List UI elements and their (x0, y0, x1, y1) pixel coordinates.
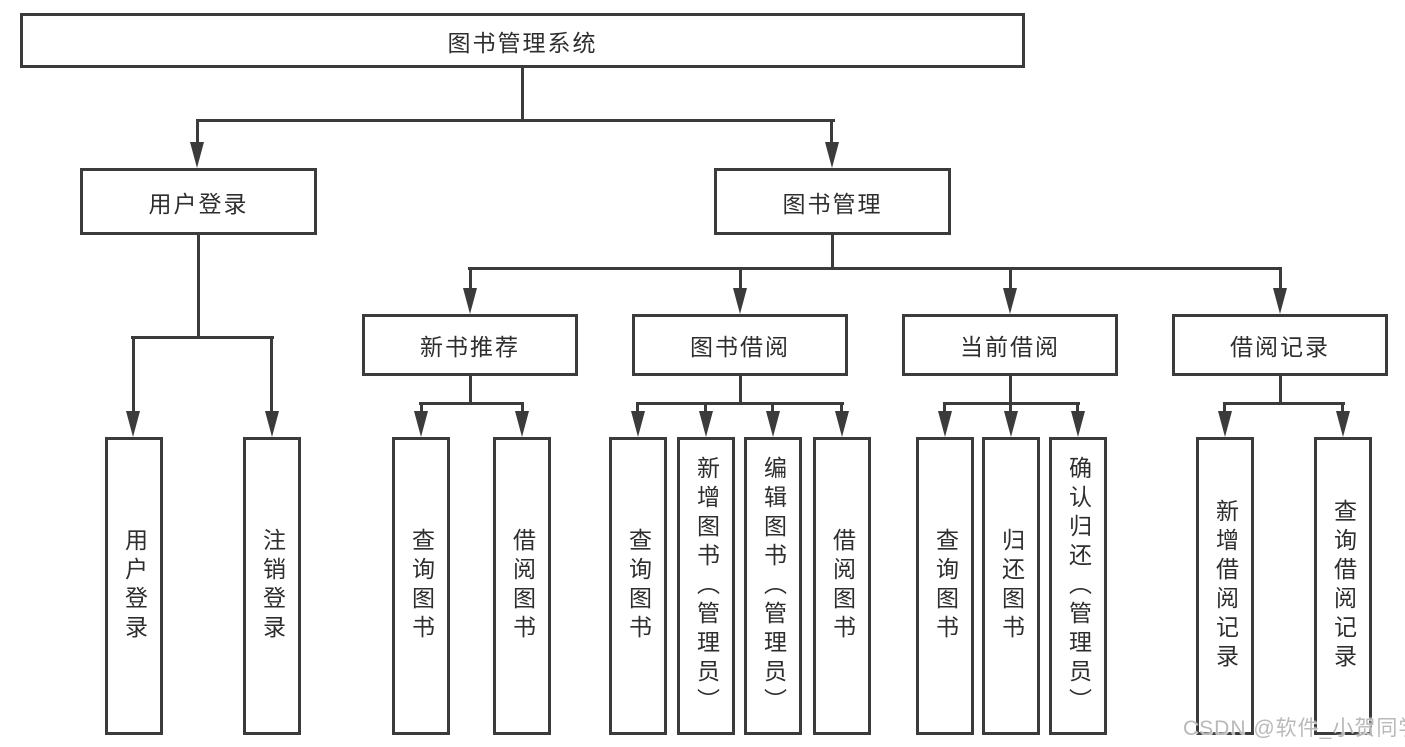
connector-line (469, 376, 472, 405)
connector-line (739, 376, 742, 405)
connector-line (1076, 402, 1079, 412)
connector-line (1009, 267, 1012, 290)
connector-line (1223, 402, 1226, 412)
leaf-user-login: 用户登录 (105, 437, 163, 735)
arrow-down-icon (1003, 288, 1017, 314)
node-book-management: 图书管理 (714, 168, 951, 235)
leaf-confirm-return-admin-label: 确认归还（管理员） (1065, 455, 1092, 717)
node-book-borrowing-label: 图书借阅 (690, 334, 790, 360)
arrow-down-icon (126, 411, 140, 437)
node-current-borrowing: 当前借阅 (902, 314, 1118, 376)
watermark-text: CSDN @软件_小贺同学 (1183, 717, 1405, 740)
connector-line (270, 336, 273, 412)
connector-line (830, 119, 833, 149)
connector-line (636, 402, 639, 412)
leaf-query-books-recommend-label: 查询图书 (408, 528, 435, 644)
arrow-down-icon (631, 411, 645, 437)
leaf-query-borrow-record: 查询借阅记录 (1314, 437, 1372, 735)
leaf-query-borrow-record-label: 查询借阅记录 (1330, 499, 1357, 673)
arrow-down-icon (825, 142, 839, 168)
connector-line (840, 402, 843, 412)
connector-line (636, 402, 844, 405)
leaf-return-books: 归还图书 (982, 437, 1040, 735)
node-library-system-label: 图书管理系统 (447, 29, 598, 56)
node-borrow-records-label: 借阅记录 (1230, 334, 1330, 360)
node-book-management-label: 图书管理 (782, 190, 883, 217)
arrow-down-icon (414, 411, 428, 437)
arrow-down-icon (1218, 411, 1232, 437)
arrow-down-icon (938, 411, 952, 437)
connector-line (771, 402, 774, 412)
node-user-login-label: 用户登录 (148, 190, 249, 217)
arrow-down-icon (463, 288, 477, 314)
connector-line (468, 267, 1282, 270)
leaf-logout: 注销登录 (243, 437, 301, 735)
node-book-borrowing: 图书借阅 (632, 314, 848, 376)
connector-line (131, 336, 274, 339)
arrow-down-icon (1071, 411, 1085, 437)
leaf-confirm-return-admin: 确认归还（管理员） (1049, 437, 1107, 735)
node-new-book-recommend: 新书推荐 (362, 314, 578, 376)
node-new-book-recommend-label: 新书推荐 (420, 334, 520, 360)
connector-line (704, 402, 707, 412)
node-borrow-records: 借阅记录 (1172, 314, 1388, 376)
arrow-down-icon (1336, 411, 1350, 437)
leaf-borrow-books-recommend-label: 借阅图书 (509, 528, 536, 644)
leaf-query-books-current-label: 查询图书 (932, 528, 959, 644)
leaf-query-books-recommend: 查询图书 (392, 437, 450, 735)
connector-line (1009, 402, 1012, 412)
leaf-logout-label: 注销登录 (259, 528, 286, 644)
connector-line (196, 119, 199, 149)
leaf-add-books-admin: 新增图书（管理员） (677, 437, 735, 735)
leaf-add-books-admin-label: 新增图书（管理员） (693, 455, 720, 717)
leaf-borrow-books-recommend: 借阅图书 (493, 437, 551, 735)
connector-line (521, 402, 524, 412)
connector-line (521, 67, 524, 122)
leaf-borrow-books-label: 借阅图书 (829, 528, 856, 644)
leaf-query-books-borrow: 查询图书 (609, 437, 667, 735)
arrow-down-icon (190, 142, 204, 168)
leaf-add-borrow-record: 新增借阅记录 (1196, 437, 1254, 735)
connector-line (196, 119, 835, 122)
connector-line (1009, 376, 1012, 405)
leaf-query-books-borrow-label: 查询图书 (625, 528, 652, 644)
arrow-down-icon (515, 411, 529, 437)
connector-line (739, 267, 742, 290)
connector-line (831, 235, 834, 270)
arrow-down-icon (699, 411, 713, 437)
connector-line (419, 402, 524, 405)
arrow-down-icon (265, 411, 279, 437)
connector-line (1341, 402, 1344, 412)
leaf-return-books-label: 归还图书 (998, 528, 1025, 644)
arrow-down-icon (1004, 411, 1018, 437)
arrow-down-icon (766, 411, 780, 437)
leaf-user-login-label: 用户登录 (121, 528, 148, 644)
leaf-add-borrow-record-label: 新增借阅记录 (1212, 499, 1239, 673)
connector-line (1279, 376, 1282, 405)
connector-line (132, 336, 135, 412)
leaf-edit-books-admin: 编辑图书（管理员） (744, 437, 802, 735)
node-current-borrowing-label: 当前借阅 (960, 334, 1060, 360)
node-library-system: 图书管理系统 (20, 13, 1025, 68)
connector-line (197, 235, 200, 338)
connector-line (1279, 267, 1282, 290)
connector-line (1223, 402, 1345, 405)
arrow-down-icon (1273, 288, 1287, 314)
leaf-query-books-current: 查询图书 (916, 437, 974, 735)
connector-line (469, 267, 472, 290)
node-user-login: 用户登录 (80, 168, 317, 235)
arrow-down-icon (733, 288, 747, 314)
leaf-borrow-books: 借阅图书 (813, 437, 871, 735)
arrow-down-icon (835, 411, 849, 437)
connector-line (943, 402, 946, 412)
leaf-edit-books-admin-label: 编辑图书（管理员） (760, 455, 787, 717)
connector-line (420, 402, 423, 412)
